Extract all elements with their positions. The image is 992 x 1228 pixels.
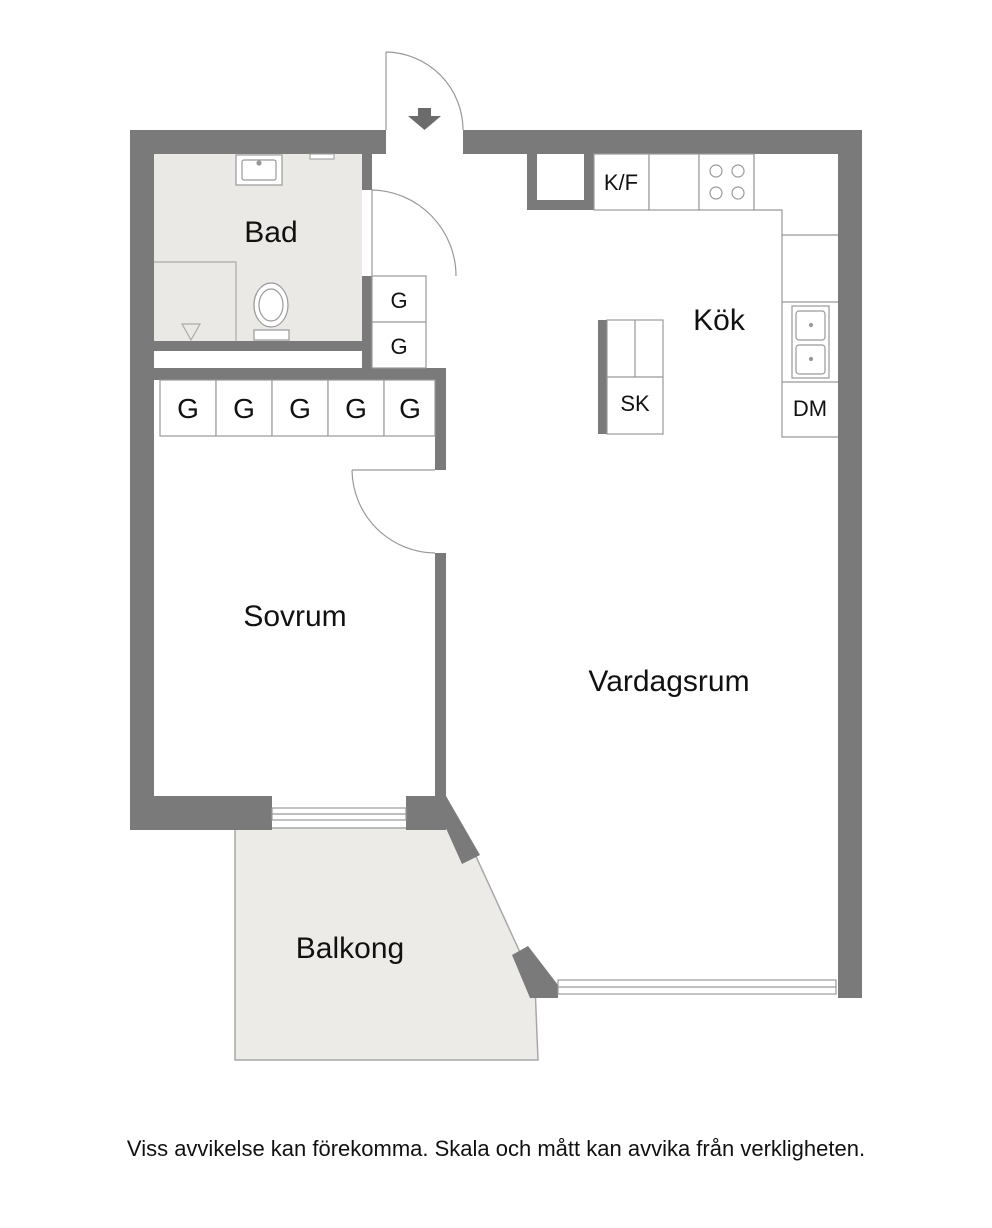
kitchen-island	[606, 319, 664, 435]
bedroom-door	[351, 469, 436, 554]
stove-icon	[709, 164, 745, 200]
wardrobe-label: G	[177, 393, 199, 424]
walls	[130, 130, 862, 998]
wardrobe-label: G	[345, 393, 367, 424]
room-label-kok: Kök	[693, 304, 746, 337]
fridge-freezer-label: K/F	[604, 170, 638, 195]
dishwasher-label: DM	[793, 396, 827, 421]
toilet-icon	[253, 282, 290, 341]
entrance-arrow-icon	[408, 108, 441, 130]
wardrobe-label: G	[399, 393, 421, 424]
wardrobe-label: G	[233, 393, 255, 424]
bathroom-door	[371, 189, 457, 277]
closet-label: G	[390, 334, 407, 359]
wardrobe-label: G	[289, 393, 311, 424]
room-label-vardagsrum: Vardagsrum	[588, 665, 749, 698]
room-label-sovrum: Sovrum	[243, 600, 346, 633]
windows	[271, 807, 837, 995]
shower-icon	[154, 261, 237, 342]
disclaimer-text: Viss avvikelse kan förekomma. Skala och …	[126, 1136, 866, 1161]
closet-label: G	[390, 288, 407, 313]
entrance-door	[385, 51, 464, 131]
sink-icon	[235, 154, 283, 186]
room-label-bad: Bad	[244, 216, 297, 249]
hall-closets	[371, 275, 427, 369]
bath-shelf	[309, 153, 335, 160]
room-label-balkong: Balkong	[296, 932, 404, 965]
bedroom-wardrobes	[159, 379, 436, 437]
cabinet-label: SK	[620, 391, 650, 416]
kitchen-sink-icon	[791, 305, 830, 379]
